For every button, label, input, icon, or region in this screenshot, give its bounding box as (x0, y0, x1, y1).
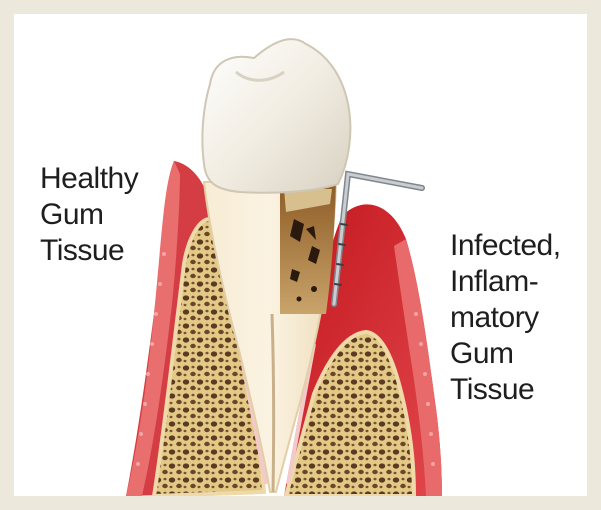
infected-gum-label-line-3: matory (450, 300, 561, 336)
infected-gum-label-line-5: Tissue (450, 372, 561, 408)
healthy-gum-label-line-1: Healthy (40, 161, 138, 197)
infected-gum-label-line-2: Inflam- (450, 264, 561, 300)
plaque-deposit (280, 180, 336, 314)
healthy-gum-label-line-3: Tissue (40, 233, 138, 269)
figure-panel: Healthy Gum Tissue Infected, Inflam- mat… (14, 14, 587, 496)
tooth-crown-icon (202, 39, 350, 193)
infected-gum-label: Infected, Inflam- matory Gum Tissue (450, 228, 561, 408)
infected-gum-label-line-1: Infected, (450, 228, 561, 264)
healthy-gum-label-line-2: Gum (40, 197, 138, 233)
infected-gum-label-line-4: Gum (450, 336, 561, 372)
healthy-gum-label: Healthy Gum Tissue (40, 161, 138, 269)
